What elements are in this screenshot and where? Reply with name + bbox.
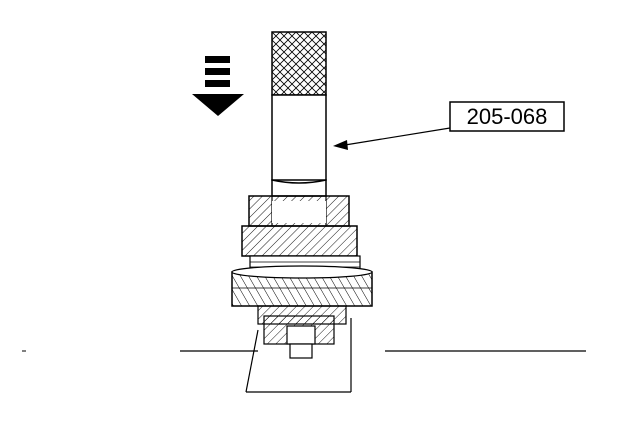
support-base xyxy=(22,318,586,393)
tool-number-label: 205-068 xyxy=(467,104,548,129)
knurled-grip xyxy=(271,31,327,96)
lower-hub xyxy=(257,305,347,359)
seal-body xyxy=(241,225,361,273)
tool-number-callout: 205-068 xyxy=(449,101,565,132)
gear xyxy=(231,265,373,307)
press-down-arrow-icon xyxy=(192,56,244,116)
top-nut xyxy=(248,195,350,227)
tool-shaft xyxy=(271,94,327,181)
installer-tool xyxy=(271,31,327,197)
callout-leader xyxy=(333,127,451,150)
